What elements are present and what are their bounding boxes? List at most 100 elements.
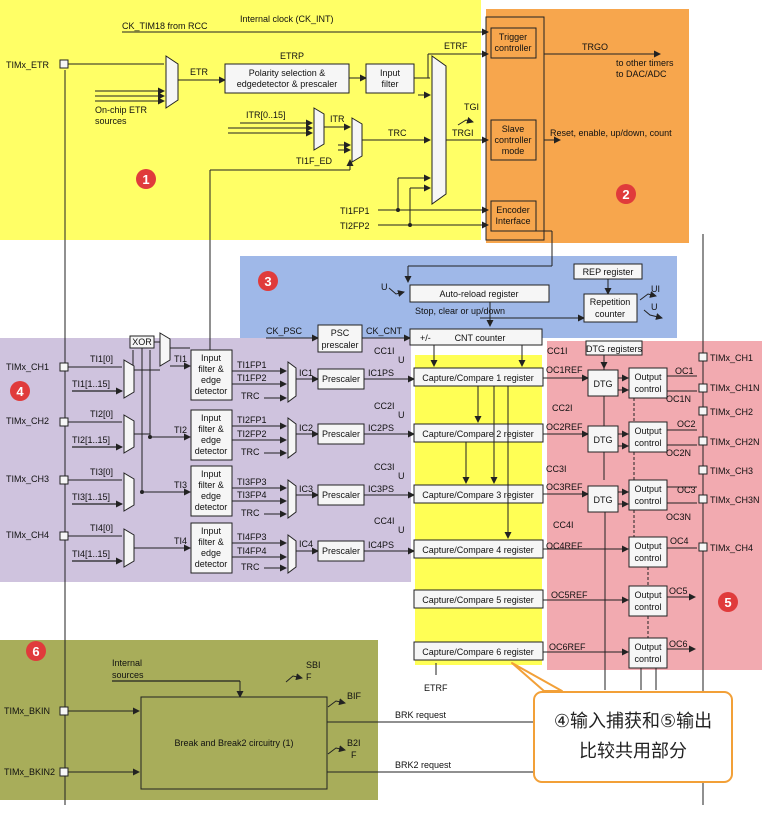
prescaler-2-label: Prescaler	[322, 429, 360, 439]
badge-5: 5	[718, 592, 738, 612]
auto-reload-register	[409, 284, 550, 303]
ic4-label: IC4	[299, 539, 313, 549]
input-filter-edge-3	[190, 465, 233, 517]
oc5-label: OC5	[669, 586, 688, 596]
etrf-label: ETRF	[444, 41, 468, 51]
auto-reload-label: Auto-reload register	[439, 289, 518, 299]
encoder-interface-box	[490, 200, 537, 232]
ife4-label-2: filter &	[198, 537, 224, 547]
on-chip-etr-label-2: sources	[95, 116, 127, 126]
ic1-label: IC1	[299, 368, 313, 378]
trc-ch2-label: TRC	[241, 447, 260, 457]
oc4ref-label: OC4REF	[546, 541, 583, 551]
oc-ctrl-3-label-2: control	[634, 496, 661, 506]
xor-label: XOR	[132, 337, 152, 347]
capture-channel-4: TIMx_CH4 TI4[0] TI4[1..15] TI4 Input fil…	[6, 522, 415, 574]
ti1fp2-label: TI1FP2	[237, 373, 267, 383]
pin-square-ch4	[698, 542, 708, 552]
ti2fp2-label: TI2FP2	[340, 221, 370, 231]
input-filter-label-1: Input	[380, 68, 401, 78]
ife4-label-1: Input	[201, 526, 222, 536]
ti4-label: TI4	[174, 536, 187, 546]
b2i-f-label: F	[351, 750, 357, 760]
etr-mux	[165, 55, 179, 109]
svg-text:3: 3	[264, 274, 271, 289]
plus-minus-label: +/-	[420, 333, 431, 343]
slave-label-3: mode	[502, 146, 525, 156]
svg-text:1: 1	[142, 172, 149, 187]
slave-controller-box	[490, 119, 537, 161]
ti1-0-label: TI1[0]	[90, 354, 113, 364]
oc-ctrl-4-label-2: control	[634, 553, 661, 563]
trc-mux	[351, 117, 363, 163]
ti4-mux	[123, 528, 135, 568]
svg-text:6: 6	[32, 644, 39, 659]
dtg-3	[587, 485, 619, 513]
oc3n-label: OC3N	[666, 512, 691, 522]
input-filter-label-2: filter	[381, 79, 398, 89]
input-filter-edge-4	[190, 522, 233, 574]
prescaler-1-label: Prescaler	[322, 374, 360, 384]
output-control-2	[628, 421, 668, 453]
other-timers-label-1: to other timers	[616, 58, 674, 68]
oc3ref-label: OC3REF	[546, 482, 583, 492]
oc-ctrl-6-label-2: control	[634, 654, 661, 664]
svg-text:4: 4	[16, 384, 24, 399]
oc-ctrl-2-label-1: Output	[634, 426, 662, 436]
oc-ctrl-3-label-1: Output	[634, 484, 662, 494]
ife1-label-3: edge	[201, 375, 221, 385]
pin-out-ch3n: TIMx_CH3N	[710, 495, 760, 505]
capture-channel-2: TIMx_CH2 TI2[0] TI2[1..15] TI2 Input fil…	[6, 409, 415, 461]
capture-channel-1: TIMx_CH1 TI1[0] TI1[1..15] TI1 Input fil…	[6, 349, 415, 403]
output-stage: DTG registers OC1REF DTG Output control …	[543, 340, 760, 690]
xor-mux	[159, 332, 171, 367]
ic4ps-label: IC4PS	[368, 540, 394, 550]
oc-ctrl-1-label-1: Output	[634, 372, 662, 382]
ic3ps-label: IC3PS	[368, 484, 394, 494]
break-circuitry-box	[140, 696, 328, 790]
oc-ctrl-2-label-2: control	[634, 438, 661, 448]
ic2-mux	[287, 417, 297, 459]
itr-range-label: ITR[0..15]	[246, 110, 286, 120]
ic1ps-label: IC1PS	[368, 368, 394, 378]
pin-timx-etr: TIMx_ETR	[6, 60, 50, 70]
ic2ps-label: IC2PS	[368, 423, 394, 433]
brk2-request-label: BRK2 request	[395, 760, 452, 770]
ti1-1-15-label: TI1[1..15]	[72, 379, 110, 389]
ti3-label: TI3	[174, 480, 187, 490]
ck-tim18-label: CK_TIM18 from RCC	[122, 21, 208, 31]
pin-out-ch1n: TIMx_CH1N	[710, 383, 760, 393]
oc-ctrl-5-label-2: control	[634, 602, 661, 612]
input-filter-edge-1	[190, 349, 233, 401]
output-control-1	[628, 367, 668, 399]
oc5ref-label: OC5REF	[551, 590, 588, 600]
cc2i-out-label: CC2I	[552, 403, 573, 413]
pin-out-ch3: TIMx_CH3	[710, 466, 753, 476]
capture-flags: CC1I U CC2I U CC3I U CC4I U CC1I CC2I CC…	[374, 346, 574, 535]
etrp-label: ETRP	[280, 51, 304, 61]
ife1-label-1: Input	[201, 353, 222, 363]
pin-square-ch3n	[698, 494, 708, 504]
ti2fp1-label: TI2FP1	[237, 415, 267, 425]
ife3-label-2: filter &	[198, 480, 224, 490]
cc1i-label: CC1I	[374, 346, 395, 356]
badge-4: 4	[10, 381, 30, 401]
ti1-mux	[123, 359, 135, 399]
pin-square-ch2n	[698, 436, 708, 446]
cc6-label: Capture/Compare 6 register	[422, 647, 534, 657]
u-cc2: U	[398, 410, 405, 420]
ti1fp1-label: TI1FP1	[340, 206, 370, 216]
output-control-4	[628, 536, 668, 568]
pin-square-ch2	[698, 406, 708, 416]
ti4-1-15-label: TI4[1..15]	[72, 549, 110, 559]
trigger-controller-box	[490, 27, 537, 59]
repetition-label-1: Repetition	[590, 297, 631, 307]
callout-text: ④输入捕获和⑤输出比较共用部分	[553, 711, 713, 762]
stop-clear-label: Stop, clear or up/down	[415, 306, 505, 316]
input-filter-box	[365, 63, 415, 94]
ui-label: UI	[651, 284, 660, 294]
ck-cnt-label: CK_CNT	[366, 326, 403, 336]
pin-out-ch4: TIMx_CH4	[710, 543, 753, 553]
